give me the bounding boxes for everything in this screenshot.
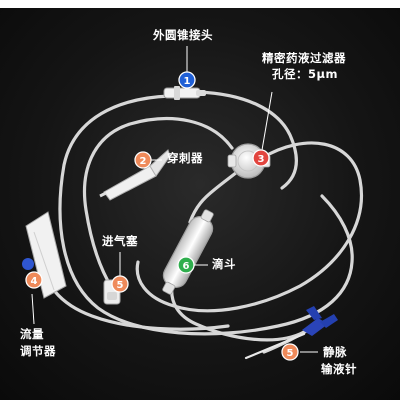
svg-text:2: 2 — [140, 156, 147, 167]
label-line: 孔径：5μm — [272, 66, 338, 81]
label-iv-needle: 静脉 输液针 — [321, 344, 357, 377]
drip-chamber — [162, 209, 214, 295]
label-precision-filter: 精密药液过滤器 孔径：5μm — [262, 51, 346, 82]
label-flow-regulator: 流量 调节器 — [20, 326, 56, 359]
label-line: 进气塞 — [102, 234, 138, 248]
label-line: 流量 — [20, 327, 44, 341]
badge-5-needle: 5 — [281, 343, 299, 361]
label-luer-connector: 外圆锥接头 — [153, 28, 213, 44]
label-drip-chamber: 滴斗 — [212, 257, 236, 273]
badge-6: 6 — [177, 256, 195, 274]
label-air-vent: 进气塞 — [102, 234, 138, 250]
badge-5-air-vent: 5 — [111, 275, 129, 293]
svg-text:5: 5 — [287, 348, 294, 359]
badge-2: 2 — [134, 151, 152, 169]
badge-3: 3 — [252, 149, 270, 167]
badge-1: 1 — [178, 71, 196, 89]
badge-4: 4 — [25, 271, 43, 289]
spike-piercer — [99, 149, 171, 201]
label-spike-piercer: 穿刺器 — [167, 151, 203, 167]
svg-text:4: 4 — [31, 276, 38, 287]
svg-text:5: 5 — [117, 280, 124, 291]
iv-needle — [244, 306, 338, 360]
label-line: 精密药液过滤器 — [262, 51, 346, 65]
callout-badges: 1 2 3 4 5 6 5 — [25, 71, 299, 361]
label-line: 调节器 — [20, 343, 56, 358]
luer-connector — [163, 86, 206, 100]
svg-text:1: 1 — [184, 76, 191, 87]
label-line: 滴斗 — [212, 257, 236, 271]
label-line: 静脉 — [323, 345, 347, 359]
label-line: 穿刺器 — [167, 151, 203, 165]
label-line: 外圆锥接头 — [153, 28, 213, 42]
svg-text:6: 6 — [183, 261, 190, 272]
leader-lines — [31, 46, 318, 353]
label-line: 输液针 — [321, 361, 357, 376]
svg-text:3: 3 — [258, 154, 265, 165]
